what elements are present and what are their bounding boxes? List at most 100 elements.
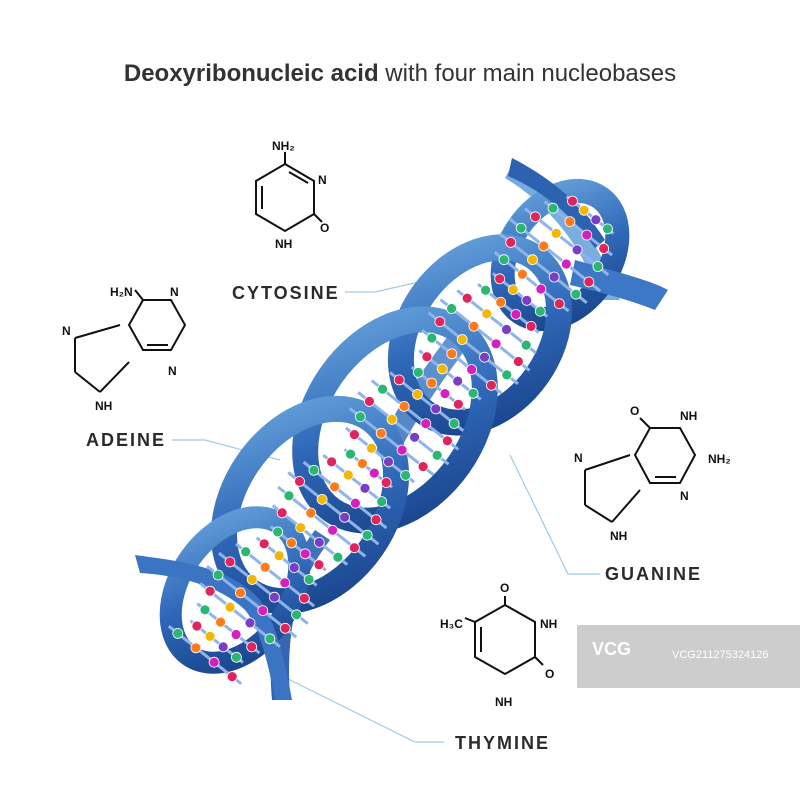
nucleotide-ball <box>436 363 448 375</box>
helix-ribbon <box>159 178 630 674</box>
nucleotide-ball <box>446 303 458 314</box>
nucleotide-ball <box>467 387 479 399</box>
nucleotide-ball <box>380 477 392 488</box>
nucleotide-ball <box>359 482 371 494</box>
nucleotide-ball <box>400 469 412 481</box>
watermark: VCG VCG211275324126 <box>577 625 800 688</box>
nucleotide-ball <box>578 204 590 216</box>
nucleotide-ball <box>538 240 550 252</box>
nucleotide-ball <box>409 431 421 443</box>
nucleotide-ball <box>356 458 368 470</box>
nucleotide-ball <box>501 324 512 335</box>
nucleotide-ball <box>375 427 387 439</box>
nucleotide-ball <box>279 577 291 589</box>
nucleotide-ball <box>326 456 338 468</box>
nucleotide-ball <box>191 620 203 632</box>
nucleotide-ball <box>468 320 480 332</box>
nucleotide-ball <box>590 214 602 226</box>
guanine-structure <box>584 417 697 523</box>
nucleotide-ball <box>257 605 269 616</box>
nucleotide-ball <box>592 261 604 272</box>
nucleotide-ball <box>246 574 258 585</box>
nucleotide-ball <box>224 556 236 568</box>
nucleotide-ball <box>224 601 236 613</box>
nucleotide-ball <box>581 229 593 241</box>
nucleotide-ball <box>332 551 344 563</box>
nucleotide-ball <box>235 587 246 599</box>
nucleotide-ball <box>527 254 538 266</box>
nucleotide-ball <box>268 591 280 603</box>
nucleotide-ball <box>370 514 382 526</box>
thymine-h3c: H₃C <box>440 617 463 631</box>
nucleotide-ball <box>570 288 582 300</box>
nucleotide-ball <box>520 339 532 351</box>
helix-top-cap <box>570 260 668 310</box>
nucleotide-ball <box>313 559 325 571</box>
cytosine-nh: NH <box>275 237 292 251</box>
nucleotide-ball <box>383 456 394 468</box>
nucleotide-ball <box>517 268 528 280</box>
nucleotide-ball <box>412 388 423 400</box>
nucleotide-ball <box>498 254 510 266</box>
nucleotide-ball <box>327 524 339 536</box>
nucleotide-ball <box>329 481 341 493</box>
nucleotide-ball <box>567 195 578 207</box>
guanine-o: O <box>630 404 639 418</box>
nucleotide-ball <box>550 227 562 239</box>
nucleotide-ball <box>295 522 307 533</box>
adenine-nh: NH <box>95 399 112 413</box>
nucleotide-ball <box>366 442 377 454</box>
nucleotide-ball <box>398 400 410 412</box>
nucleotide-ball <box>258 538 270 550</box>
nucleotide-ball <box>507 284 519 296</box>
nucleotide-ball <box>342 469 354 481</box>
nucleotide-ball <box>368 467 380 479</box>
thymine-structure <box>464 596 544 676</box>
nucleotide-ball <box>441 435 453 447</box>
nucleotide-ball <box>448 418 460 429</box>
nucleotide-ball <box>363 395 375 407</box>
nucleotide-ball <box>446 348 458 360</box>
helix-bottom-tail <box>135 555 292 700</box>
nucleotide-ball <box>571 244 583 256</box>
guanine-n2: N <box>680 489 689 503</box>
adenine-n1: N <box>170 285 179 299</box>
nucleotide-ball <box>316 493 328 505</box>
nucleotide-ball <box>212 569 224 581</box>
nucleotide-ball <box>417 461 429 473</box>
nucleotide-ball <box>345 448 356 460</box>
nucleotide-ball <box>535 283 547 295</box>
nucleotide-ball <box>308 464 320 476</box>
nucleotide-ball <box>513 356 524 367</box>
nucleotide-ball <box>598 243 610 254</box>
nucleotide-ball <box>259 561 271 573</box>
nucleotide-ball <box>303 574 315 585</box>
nucleotide-ball <box>583 276 595 288</box>
nucleotide-ball <box>348 542 360 554</box>
nucleotide-ball <box>452 398 464 410</box>
nucleotide-ball <box>283 490 295 502</box>
thymine-o2: O <box>545 667 554 681</box>
label-guanine: GUANINE <box>605 564 703 584</box>
nucleotide-ball <box>439 388 451 400</box>
nucleotide-ball <box>217 641 229 653</box>
guanine-nh2: NH₂ <box>708 452 731 466</box>
nucleotide-ball <box>299 548 311 560</box>
label-thymine: THYMINE <box>455 733 550 753</box>
nucleotide-ball <box>434 316 446 328</box>
diagram-title: Deoxyribonucleic acid with four main nuc… <box>0 60 800 88</box>
nucleotide-ball <box>564 216 576 228</box>
nucleotide-ball <box>264 633 276 645</box>
nucleotide-ball <box>208 656 220 668</box>
adenine-n2: N <box>62 324 71 338</box>
thymine-nh-b: NH <box>495 695 512 709</box>
nucleotide-ball <box>421 351 433 363</box>
thymine-leader <box>279 674 444 743</box>
guanine-nh-b: NH <box>610 529 627 543</box>
helix-top-tail <box>508 158 605 248</box>
nucleotide-ball <box>354 411 366 423</box>
nucleotide-ball <box>377 383 389 395</box>
nucleotide-ball <box>494 273 506 285</box>
nucleotide-ball <box>272 526 284 538</box>
nucleotide-ball <box>431 449 443 461</box>
